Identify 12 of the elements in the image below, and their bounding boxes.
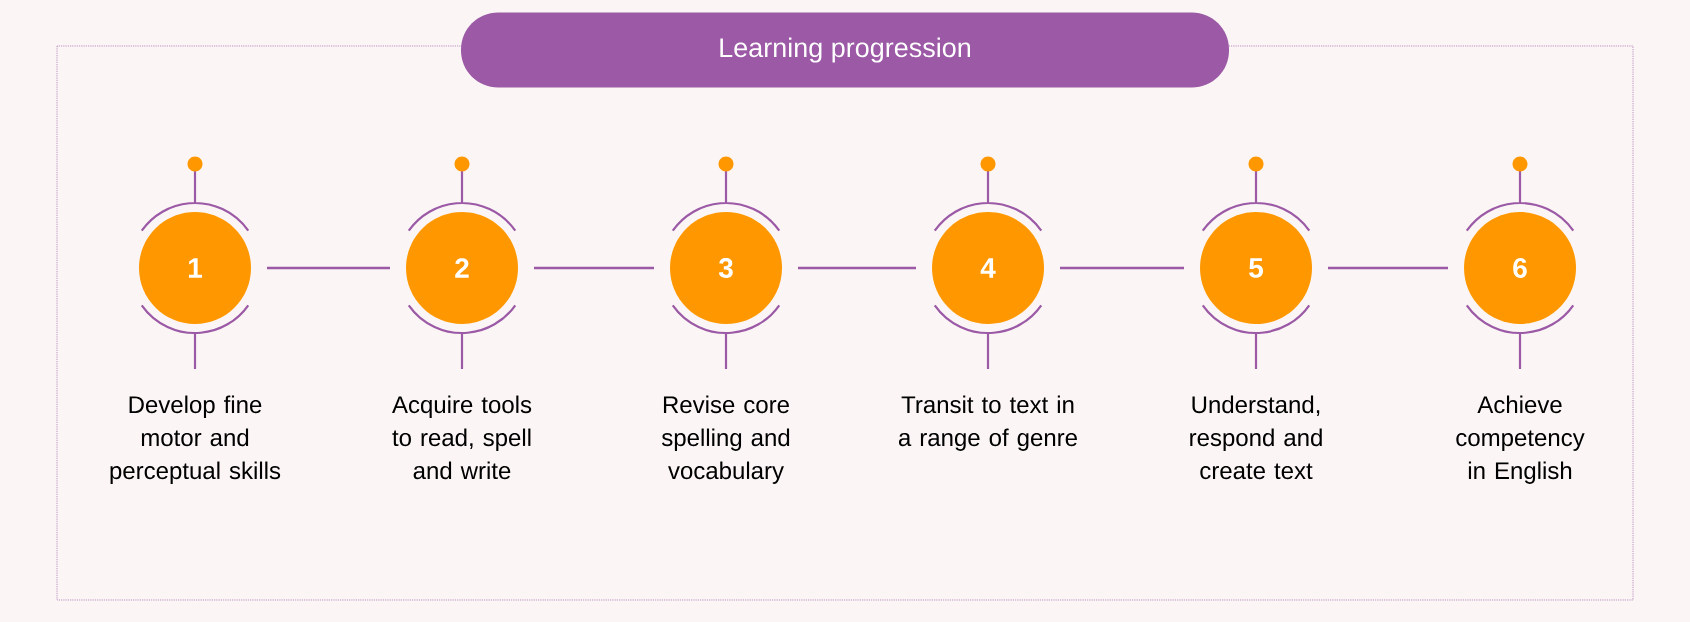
step-caption: Understand, respond and create text [1190, 395, 1322, 480]
step-caption: Achieve competency in English [1456, 395, 1585, 484]
step-caption: Acquire tools to read, spell and write [392, 395, 532, 480]
step-caption: Develop fine motor and perceptual skills [110, 395, 281, 484]
connector-line [534, 266, 654, 270]
connector-line [1060, 266, 1184, 270]
title-banner: Learning progression [461, 12, 1229, 88]
step-caption: Transit to text in a range of genre [898, 395, 1077, 451]
connector-line [1328, 266, 1448, 270]
connector-line [267, 266, 390, 270]
connector-line [798, 266, 916, 270]
step-caption: Revise core spelling and vocabulary [661, 395, 790, 484]
